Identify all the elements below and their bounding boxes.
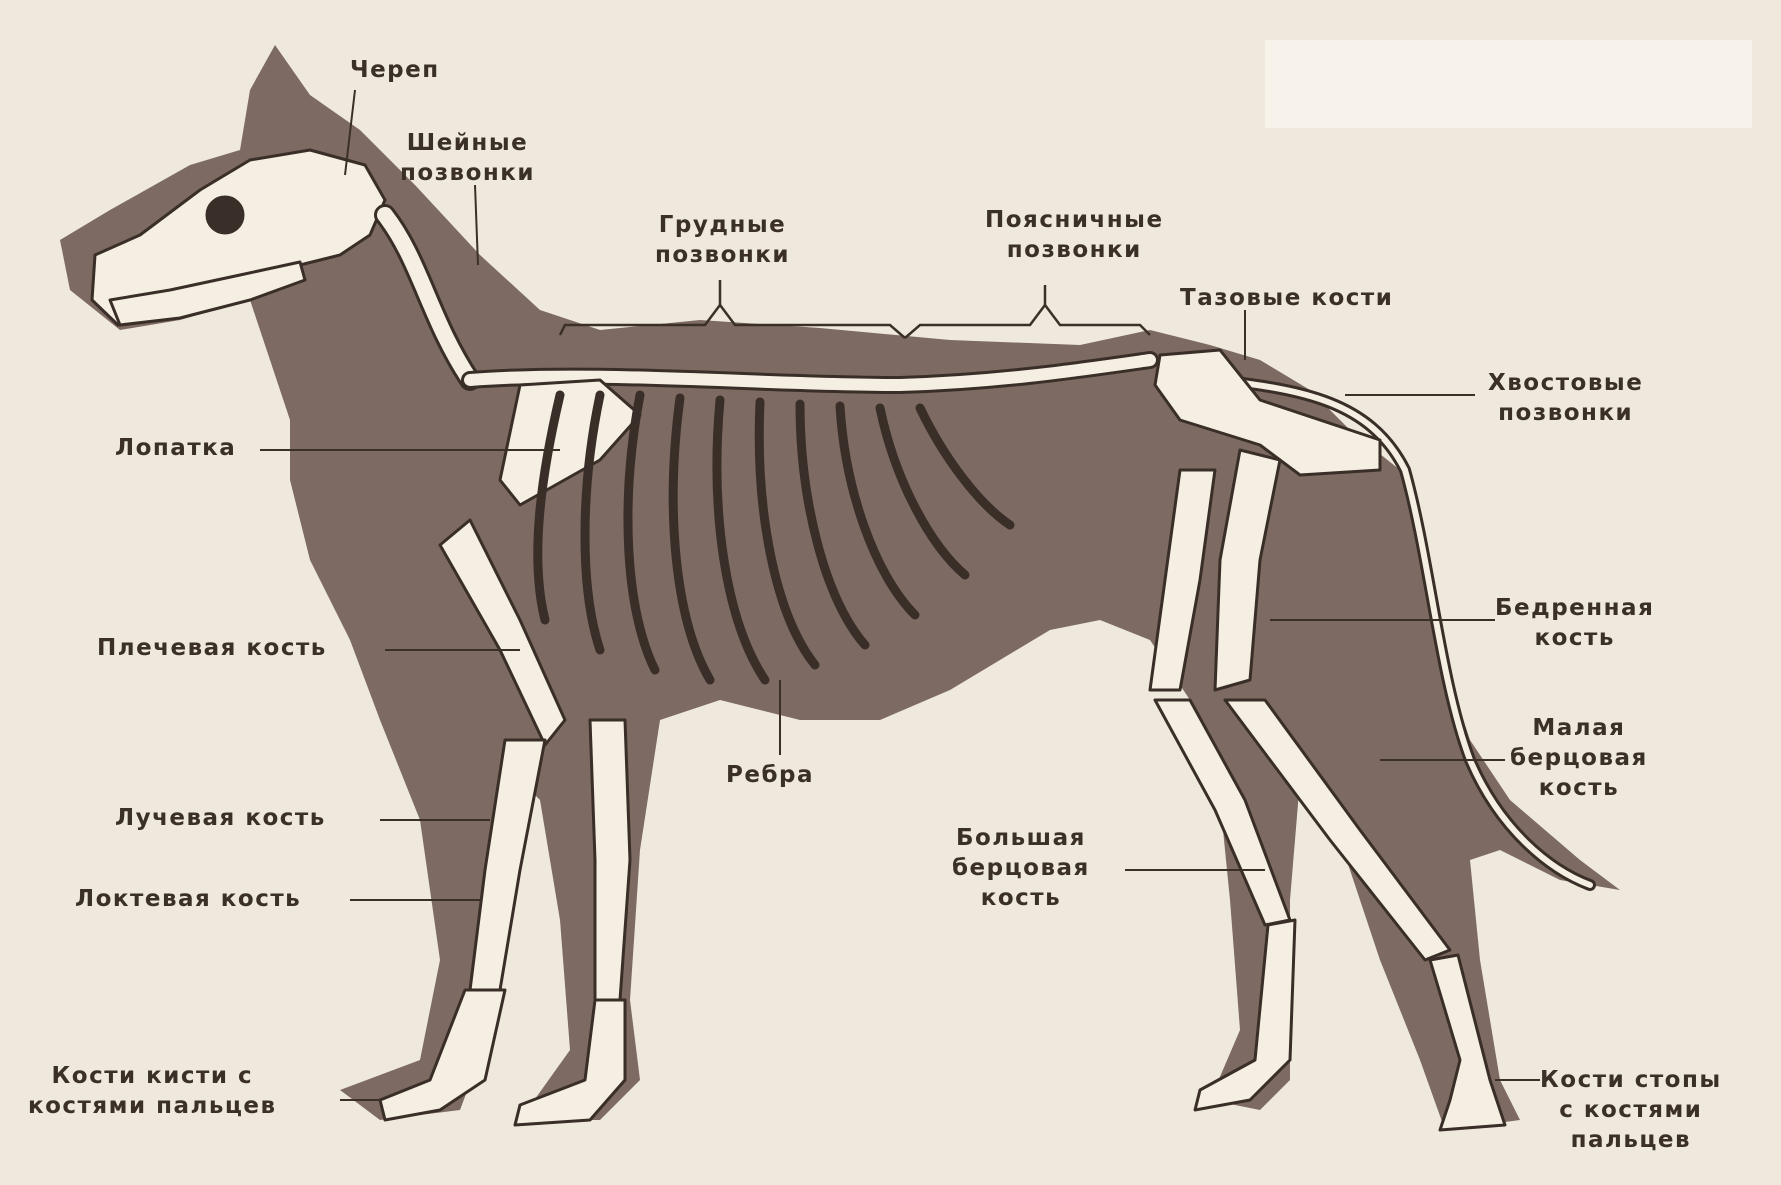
paper-patch: [1265, 40, 1752, 128]
front-leg-2: [590, 720, 630, 1000]
label-skull: Череп: [350, 55, 440, 85]
label-fibula: Малая берцовая кость: [1510, 713, 1648, 803]
label-thoracic-vertebrae: Грудные позвонки: [655, 210, 790, 270]
label-lumbar-vertebrae: Поясничные позвонки: [985, 205, 1164, 265]
eye-socket: [207, 197, 243, 233]
label-radius: Лучевая кость: [115, 803, 326, 833]
label-humerus: Плечевая кость: [97, 633, 327, 663]
label-femur: Бедренная кость: [1495, 593, 1654, 653]
label-pelvic-bones: Тазовые кости: [1180, 283, 1393, 313]
label-ulna: Локтевая кость: [75, 884, 301, 914]
label-hand-bones: Кости кисти с костями пальцев: [28, 1061, 277, 1121]
label-caudal-vertebrae: Хвостовые позвонки: [1488, 368, 1643, 428]
label-tibia: Большая берцовая кость: [952, 823, 1090, 913]
label-ribs: Ребра: [726, 760, 814, 790]
label-foot-bones: Кости стопы с костями пальцев: [1540, 1065, 1722, 1155]
label-scapula: Лопатка: [115, 433, 236, 463]
label-cervical-vertebrae: Шейные позвонки: [400, 128, 535, 188]
